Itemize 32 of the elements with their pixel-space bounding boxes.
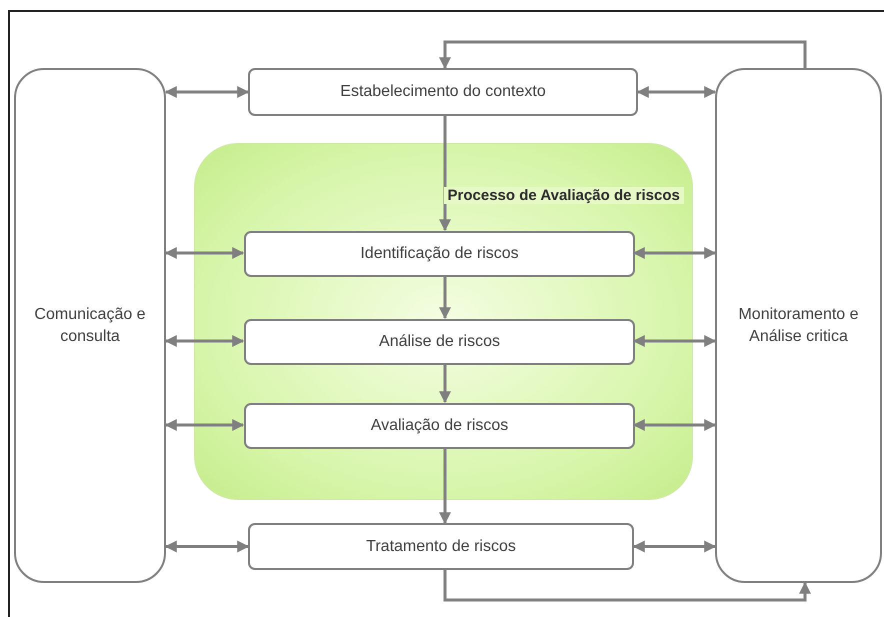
box-label: Monitoramento e Análise critica bbox=[737, 304, 860, 346]
process-box bbox=[244, 231, 635, 277]
arrow bbox=[164, 86, 250, 98]
box-label: Estabelecimento do contexto bbox=[340, 82, 546, 102]
box-label: Identificação de riscos bbox=[360, 244, 519, 264]
arrow bbox=[439, 276, 451, 320]
box-label: Tratamento de riscos bbox=[366, 536, 516, 556]
process-box bbox=[715, 68, 882, 583]
box-label: Comunicação e consulta bbox=[33, 304, 147, 346]
process-box bbox=[248, 68, 638, 116]
process-group bbox=[194, 143, 693, 500]
arrow bbox=[444, 570, 811, 602]
arrow bbox=[632, 247, 716, 259]
arrow bbox=[164, 247, 244, 259]
box-label: Avaliação de riscos bbox=[370, 416, 508, 436]
process-box bbox=[14, 68, 166, 583]
arrow bbox=[439, 40, 806, 70]
arrow bbox=[439, 116, 451, 232]
arrow bbox=[632, 540, 716, 552]
arrow bbox=[439, 364, 451, 404]
process-box bbox=[244, 319, 635, 365]
arrow bbox=[439, 448, 451, 524]
arrow bbox=[164, 540, 250, 552]
arrow bbox=[164, 419, 244, 431]
arrow bbox=[636, 86, 716, 98]
box-label: Análise de riscos bbox=[379, 332, 500, 352]
arrow bbox=[632, 335, 716, 347]
group-title: Processo de Avaliação de riscos bbox=[444, 187, 684, 204]
process-box bbox=[248, 523, 634, 570]
arrow bbox=[632, 419, 716, 431]
process-box bbox=[244, 403, 635, 449]
arrow bbox=[164, 335, 244, 347]
